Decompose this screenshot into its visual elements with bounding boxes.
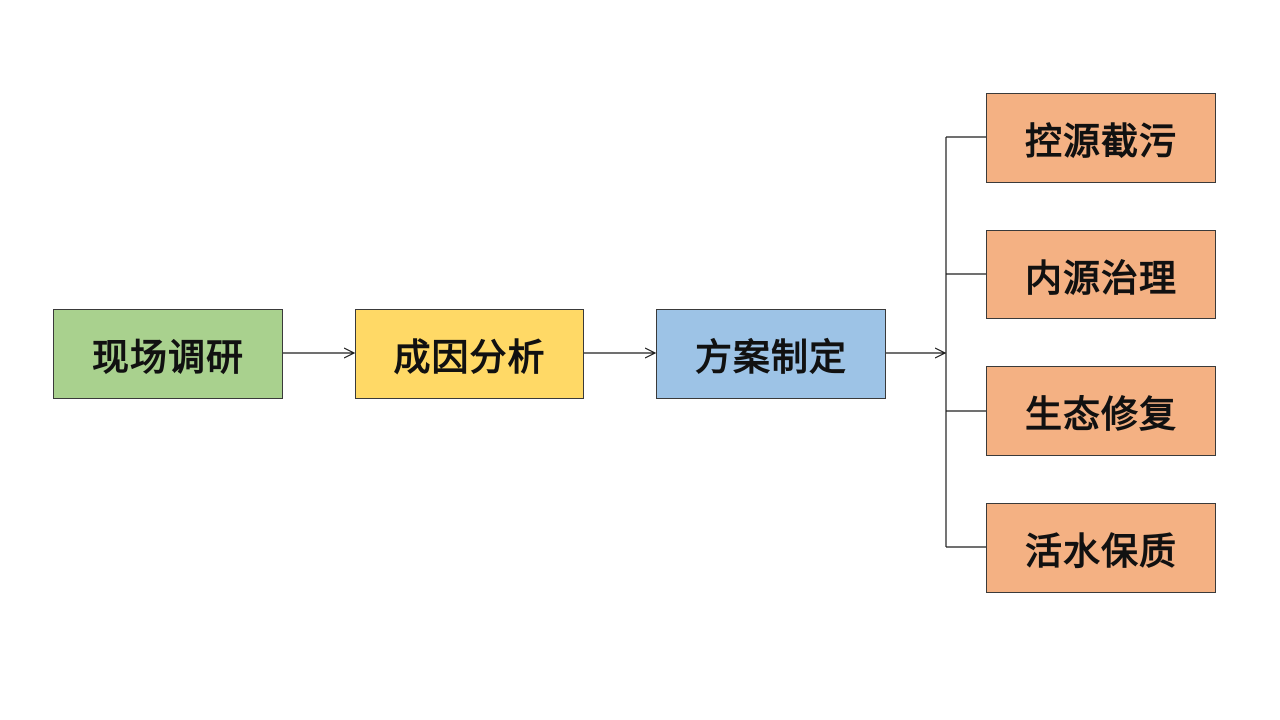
node-living-water-quality-label: 活水保质 (1025, 529, 1177, 573)
node-plan-formulation-label: 方案制定 (695, 335, 847, 379)
node-cause-analysis-label: 成因分析 (393, 335, 546, 379)
node-source-control-label: 控源截污 (1025, 119, 1177, 163)
node-internal-source-treatment-label: 内源治理 (1025, 255, 1177, 300)
node-living-water-quality: 活水保质 (986, 503, 1216, 593)
node-cause-analysis: 成因分析 (355, 309, 584, 399)
node-field-survey-label: 现场调研 (92, 335, 244, 379)
node-plan-formulation: 方案制定 (656, 309, 886, 399)
node-ecological-restoration-label: 生态修复 (1025, 392, 1177, 436)
node-ecological-restoration: 生态修复 (986, 366, 1216, 456)
node-field-survey: 现场调研 (53, 309, 283, 399)
node-internal-source-treatment: 内源治理 (986, 230, 1216, 319)
node-source-control: 控源截污 (986, 93, 1216, 183)
